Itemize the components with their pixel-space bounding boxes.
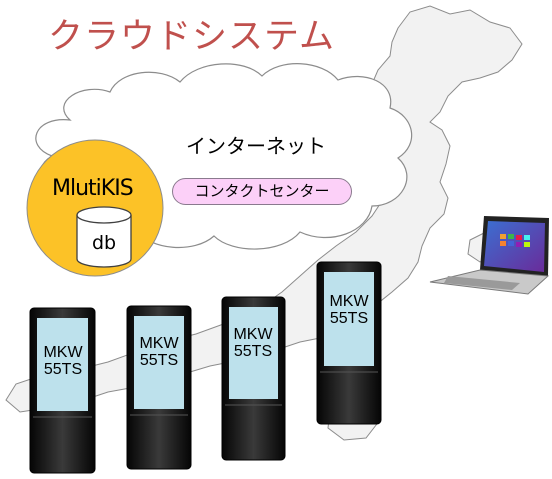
kiosk-4-model: MKW (329, 293, 369, 310)
kiosk-2 (126, 305, 192, 470)
system-label: MlutiKIS (52, 176, 134, 201)
kiosk-3-size: 55TS (233, 343, 273, 360)
diagram-title: クラウドシステム (48, 17, 335, 57)
internet-label: インターネット (186, 134, 326, 158)
database-label: db (91, 232, 117, 254)
contact-center-pill: コンタクトセンター (172, 178, 352, 205)
kiosk-1 (29, 307, 96, 474)
kiosk-4 (316, 261, 382, 425)
kiosk-3 (221, 296, 286, 461)
laptop-icon (429, 216, 550, 295)
kiosk-1-model: MKW (43, 344, 83, 361)
kiosk-3-label: MKW 55TS (223, 326, 283, 360)
kiosk-2-model: MKW (139, 335, 179, 352)
database-icon (76, 206, 132, 268)
kiosk-4-label: MKW 55TS (319, 293, 379, 327)
kiosk-2-size: 55TS (139, 352, 179, 369)
kiosk-3-model: MKW (233, 326, 273, 343)
kiosk-1-label: MKW 55TS (33, 344, 93, 378)
kiosk-2-label: MKW 55TS (129, 335, 189, 369)
kiosk-4-size: 55TS (329, 310, 369, 327)
kiosk-1-size: 55TS (43, 361, 83, 378)
